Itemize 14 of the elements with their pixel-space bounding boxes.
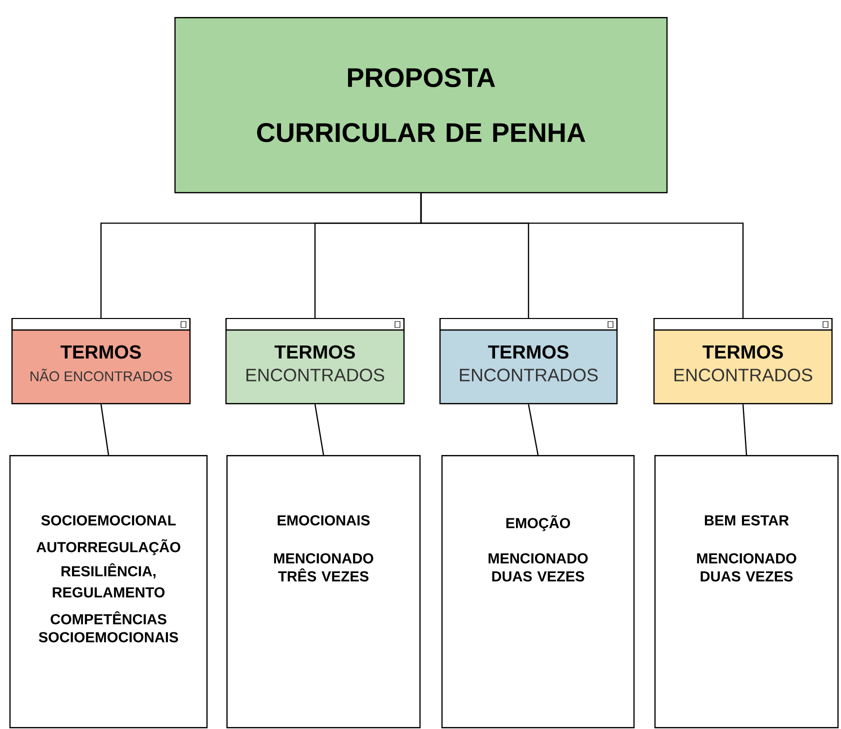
connector-line (314, 404, 324, 456)
connector-line (528, 404, 539, 456)
window-box: TERMOS ENCONTRADOS (225, 318, 405, 404)
text-box: EMOÇÃO MENCIONADO DUAS VEZES (441, 455, 635, 728)
text-box: BEM ESTAR MENCIONADO DUAS VEZES (654, 455, 839, 728)
window-box: TERMOS NÃO ENCONTRADOS (11, 318, 191, 404)
connector-line (420, 193, 744, 318)
connector-line (742, 404, 748, 456)
text-box: EMOCIONAIS MENCIONADO TRÊS VEZES (226, 455, 421, 728)
window-box: TERMOS ENCONTRADOS (653, 318, 833, 404)
text-box: SOCIOEMOCIONAL AUTORREGULAÇÃO RESILIÊNCIA, REGULAMENTO COMPETÊNCIAS SOCIOEMOCIONAIS (9, 455, 208, 728)
window-box: TERMOS ENCONTRADOS (439, 318, 618, 404)
connector-line (100, 404, 110, 456)
title-box: PROPOSTA CURRICULAR DE PENHA (174, 17, 668, 194)
